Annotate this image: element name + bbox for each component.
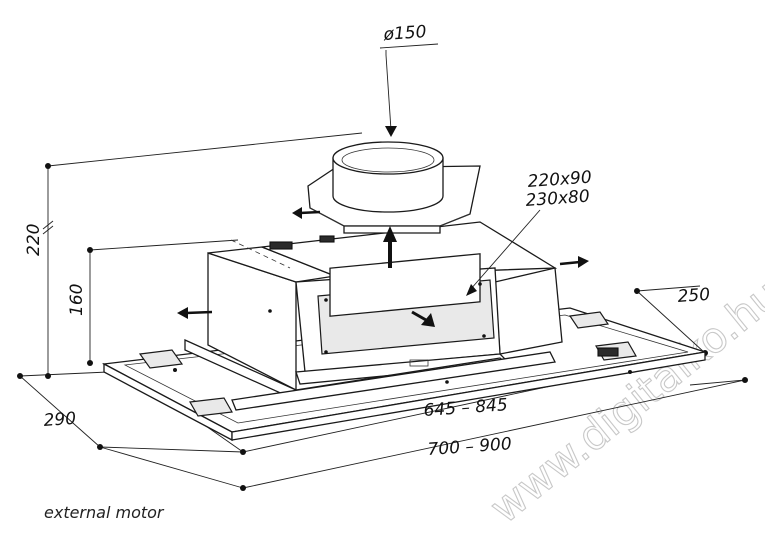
label-total-height: 220 [24,224,44,256]
dimension-labels: ø150 220x90 230x80 220 160 290 250 645 –… [24,22,711,460]
airflow-arrows [177,126,589,327]
hood-body [184,221,563,411]
label-width-outer: 700 – 900 [427,434,512,460]
label-duct-diameter: ø150 [382,22,427,45]
label-outlet-size-2: 230x80 [525,187,590,211]
label-outlet-size-1: 220x90 [527,168,592,192]
duct-collar [269,141,481,250]
label-body-height: 160 [67,284,87,316]
caption: external motor [44,503,164,522]
label-inner-depth: 250 [677,285,711,307]
label-depth: 290 [43,409,77,431]
